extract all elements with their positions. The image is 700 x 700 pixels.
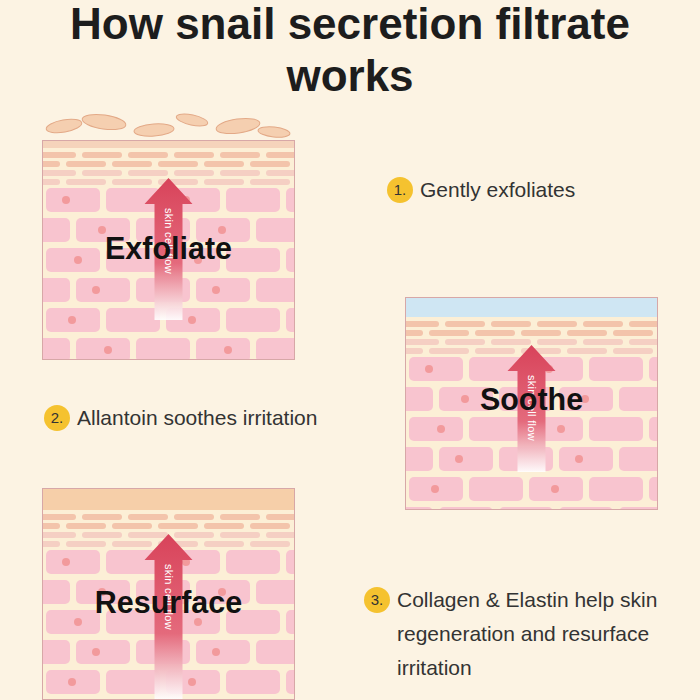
title-wrap: How snail secretion filtrate works: [0, 0, 700, 102]
effect-word: Resurface: [42, 583, 295, 621]
skin-panel: skin cell flowExfoliate: [42, 140, 295, 360]
skin-panel: skin cell flowResurface: [42, 488, 295, 700]
callout-item: 1.Gently exfoliates: [387, 177, 413, 203]
effect-word: Soothe: [405, 380, 658, 418]
callout-item: 3.Collagen & Elastin help skin regenerat…: [364, 587, 390, 613]
title: How snail secretion filtrate works: [50, 0, 650, 102]
skin-panel: skin cell flowSoothe: [405, 297, 658, 510]
callout-number: 2.: [44, 405, 70, 431]
effect-word: Exfoliate: [42, 229, 295, 267]
callout-text: Allantoin soothes irritation: [77, 403, 397, 433]
callout-number: 3.: [364, 587, 390, 613]
skin-flakes: [45, 112, 290, 139]
callout-item: 2.Allantoin soothes irritation: [44, 405, 70, 431]
callout-text: Gently exfoliates: [420, 175, 700, 205]
callout-text: Collagen & Elastin help skin regeneratio…: [397, 583, 669, 685]
callout-number: 1.: [387, 177, 413, 203]
